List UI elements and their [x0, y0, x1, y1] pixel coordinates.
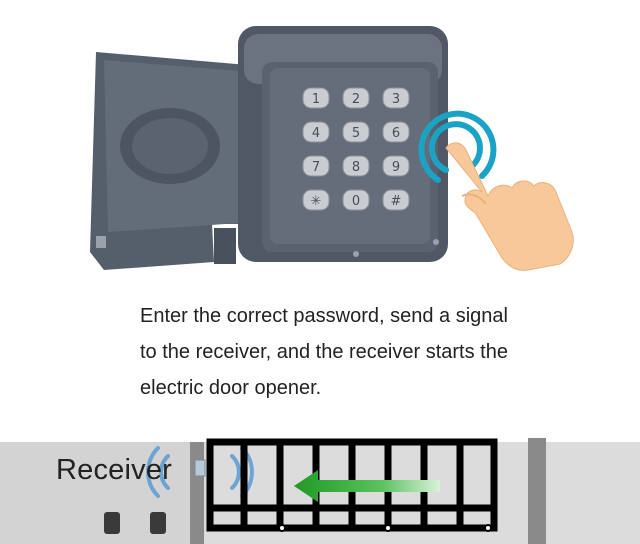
key-label: 9	[392, 160, 400, 175]
key-4: 4	[302, 121, 330, 143]
key-8: 8	[342, 155, 370, 177]
key-label: 3	[392, 92, 400, 107]
caption-line-1: Enter the correct password, send a signa…	[140, 305, 508, 327]
left-arrow-icon	[294, 470, 440, 502]
keypad-keys: 1 2 3 4 5 6 7 8 9 ✳ 0 #	[302, 87, 410, 211]
ground-block-left	[104, 512, 120, 534]
instruction-caption: Enter the correct password, send a signa…	[140, 298, 560, 406]
key-6: 6	[382, 121, 410, 143]
key-9: 9	[382, 155, 410, 177]
key-label: 0	[352, 194, 360, 209]
receiver-device	[194, 459, 206, 477]
caption-line-3: electric door opener.	[140, 377, 322, 399]
gate-illustration	[0, 438, 640, 544]
receiver-label: Receiver	[56, 454, 173, 486]
key-label: 7	[312, 160, 320, 175]
key-1: 1	[302, 87, 330, 109]
key-label: 6	[392, 126, 400, 141]
key-5: 5	[342, 121, 370, 143]
hand-pointer-icon	[445, 142, 574, 271]
key-0: 0	[342, 189, 370, 211]
keypad-illustration: 1 2 3 4 5 6 7 8 9 ✳ 0 #	[90, 26, 574, 271]
key-label: 5	[352, 126, 360, 141]
key-7: 7	[302, 155, 330, 177]
key-label: 1	[312, 92, 320, 107]
caption-line-2: to the receiver, and the receiver starts…	[140, 341, 508, 363]
key-3: 3	[382, 87, 410, 109]
key-label: 2	[352, 92, 360, 107]
receiver-post	[190, 442, 204, 544]
key-star: ✳	[302, 189, 330, 211]
key-label: 4	[312, 126, 320, 141]
touch-signal-icon	[418, 110, 497, 183]
gate-end-post	[528, 438, 546, 544]
key-label: #	[391, 194, 402, 209]
key-2: 2	[342, 87, 370, 109]
key-label: ✳	[311, 194, 322, 209]
keypad-device	[238, 26, 448, 262]
key-label: 8	[352, 160, 360, 175]
gate-wheels	[278, 524, 492, 532]
ground-block-right	[150, 512, 166, 534]
key-hash: #	[382, 189, 410, 211]
keypad-cover	[90, 52, 262, 270]
